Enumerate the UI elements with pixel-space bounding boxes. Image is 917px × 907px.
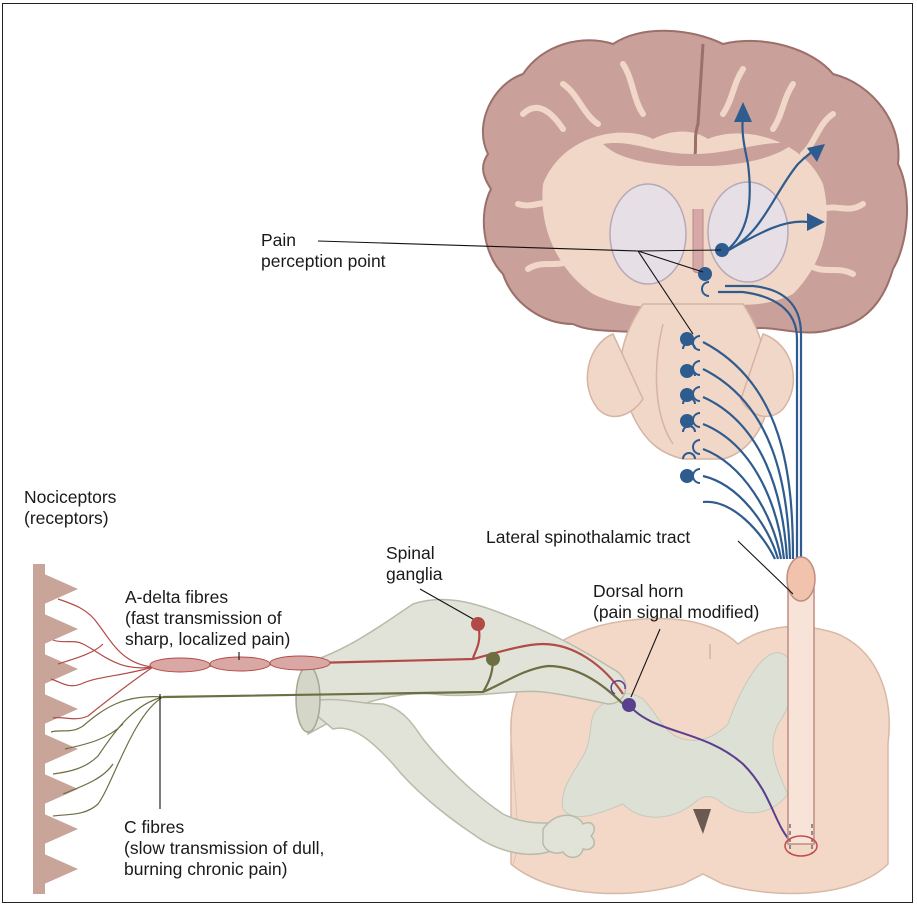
brain	[483, 31, 907, 459]
label-nociceptors: Nociceptors (receptors)	[24, 487, 116, 529]
label-dorsal-horn: Dorsal horn (pain signal modified)	[593, 581, 759, 623]
label-a-delta-fibres: A-delta fibres (fast transmission of sha…	[125, 587, 290, 650]
ascending-tract-column	[785, 557, 817, 856]
label-pain-perception-point: Pain perception point	[261, 230, 386, 272]
nociceptor-skin	[33, 564, 78, 894]
diagram-frame: Pain perception point Nociceptors (recep…	[2, 3, 913, 903]
label-lateral-spinothalamic-tract: Lateral spinothalamic tract	[486, 527, 690, 548]
pain-pathway-diagram	[3, 4, 913, 903]
label-spinal-ganglia: Spinal ganglia	[386, 543, 442, 585]
label-c-fibres: C fibres (slow transmission of dull, bur…	[124, 817, 324, 880]
